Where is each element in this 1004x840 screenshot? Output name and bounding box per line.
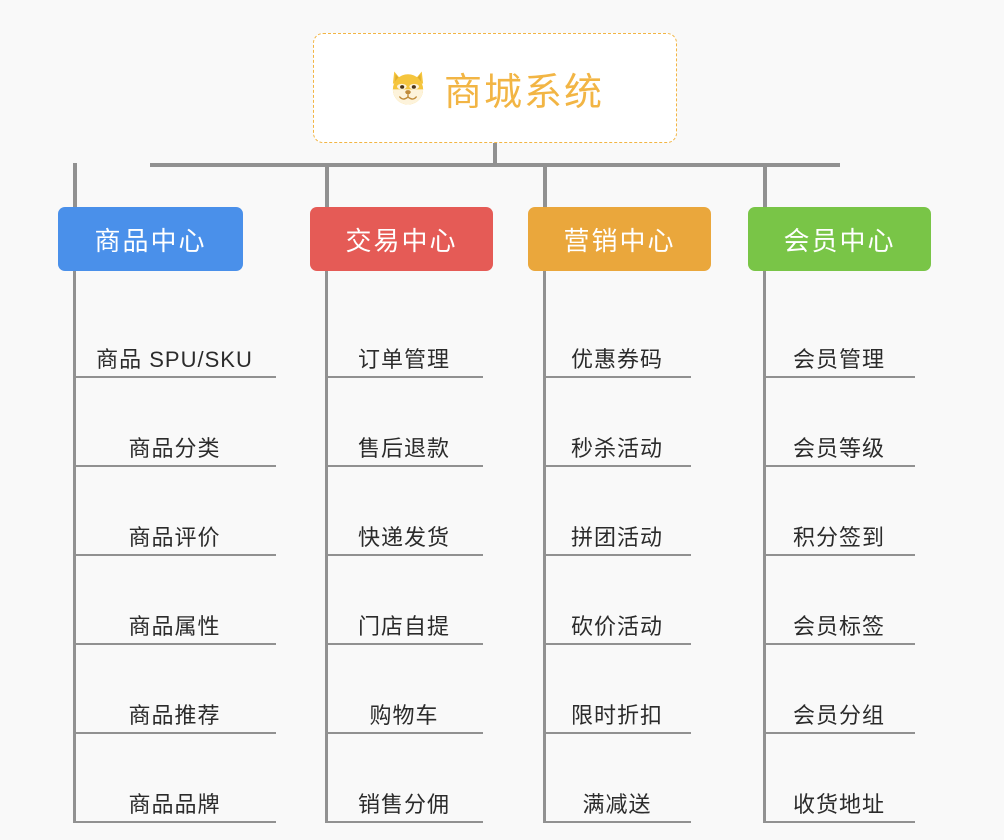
leaf-item[interactable]: 商品 SPU/SKU bbox=[73, 289, 276, 378]
leaf-label: 商品 SPU/SKU bbox=[96, 346, 253, 372]
leaf-item[interactable]: 快递发货 bbox=[325, 467, 483, 556]
leaf-item[interactable]: 商品分类 bbox=[73, 378, 276, 467]
leaf-label: 销售分佣 bbox=[357, 791, 450, 817]
leaf-label: 门店自提 bbox=[357, 613, 450, 639]
leaf-label: 拼团活动 bbox=[570, 524, 663, 550]
leaf-column-3: 优惠券码秒杀活动拼团活动砍价活动限时折扣满减送 bbox=[543, 271, 731, 823]
leaf-trunk bbox=[325, 271, 328, 823]
leaf-label: 购物车 bbox=[369, 702, 439, 728]
connector-root-stem bbox=[493, 143, 497, 165]
leaf-item[interactable]: 收货地址 bbox=[763, 734, 915, 823]
root-title: 商城系统 bbox=[443, 71, 604, 114]
leaf-label: 商品推荐 bbox=[128, 702, 221, 728]
leaf-label: 快递发货 bbox=[357, 524, 450, 550]
leaf-item[interactable]: 商品评价 bbox=[73, 467, 276, 556]
leaf-trunk bbox=[543, 271, 546, 823]
leaf-column-2: 订单管理售后退款快递发货门店自提购物车销售分佣 bbox=[325, 271, 523, 823]
leaf-item[interactable]: 优惠券码 bbox=[543, 289, 691, 378]
leaf-item[interactable]: 限时折扣 bbox=[543, 645, 691, 734]
leaf-label: 订单管理 bbox=[357, 346, 450, 372]
leaf-item[interactable]: 门店自提 bbox=[325, 556, 483, 645]
leaf-column-1: 商品 SPU/SKU 商品分类商品评价商品属性商品推荐商品品牌 bbox=[73, 271, 316, 823]
leaf-label: 会员分组 bbox=[792, 702, 885, 728]
leaf-label: 优惠券码 bbox=[570, 346, 663, 372]
leaf-trunk bbox=[763, 271, 766, 823]
leaf-item[interactable]: 秒杀活动 bbox=[543, 378, 691, 467]
branch-label: 营销中心 bbox=[563, 225, 676, 256]
leaf-item[interactable]: 会员分组 bbox=[763, 645, 915, 734]
leaf-trunk bbox=[73, 271, 76, 823]
leaf-label: 砍价活动 bbox=[570, 613, 663, 639]
leaf-label: 会员管理 bbox=[792, 346, 885, 372]
leaf-item[interactable]: 商品推荐 bbox=[73, 645, 276, 734]
leaf-label: 满减送 bbox=[582, 791, 652, 817]
leaf-label: 商品属性 bbox=[128, 613, 221, 639]
leaf-label: 售后退款 bbox=[357, 435, 450, 461]
branch-box-4[interactable]: 会员中心 bbox=[748, 207, 931, 271]
root-node[interactable]: 商城系统 bbox=[313, 33, 677, 143]
connector-horizontal-bus bbox=[150, 163, 840, 167]
branch-label: 交易中心 bbox=[345, 225, 458, 256]
branch-box-2[interactable]: 交易中心 bbox=[310, 207, 493, 271]
leaf-item[interactable]: 商品属性 bbox=[73, 556, 276, 645]
leaf-item[interactable]: 购物车 bbox=[325, 645, 483, 734]
leaf-item[interactable]: 售后退款 bbox=[325, 378, 483, 467]
leaf-item[interactable]: 会员等级 bbox=[763, 378, 915, 467]
leaf-column-4: 会员管理会员等级积分签到会员标签会员分组收货地址 bbox=[763, 271, 955, 823]
leaf-label: 秒杀活动 bbox=[570, 435, 663, 461]
branch-box-1[interactable]: 商品中心 bbox=[58, 207, 243, 271]
leaf-item[interactable]: 满减送 bbox=[543, 734, 691, 823]
branch-label: 商品中心 bbox=[94, 225, 207, 256]
leaf-item[interactable]: 会员管理 bbox=[763, 289, 915, 378]
connector-drop-2 bbox=[325, 163, 329, 207]
leaf-item[interactable]: 积分签到 bbox=[763, 467, 915, 556]
leaf-label: 会员标签 bbox=[792, 613, 885, 639]
leaf-item[interactable]: 会员标签 bbox=[763, 556, 915, 645]
leaf-label: 收货地址 bbox=[792, 791, 885, 817]
leaf-item[interactable]: 销售分佣 bbox=[325, 734, 483, 823]
connector-drop-3 bbox=[543, 163, 547, 207]
leaf-item[interactable]: 商品品牌 bbox=[73, 734, 276, 823]
shiba-dog-face-icon bbox=[386, 66, 430, 110]
leaf-item[interactable]: 拼团活动 bbox=[543, 467, 691, 556]
leaf-item[interactable]: 订单管理 bbox=[325, 289, 483, 378]
connector-drop-1 bbox=[73, 163, 77, 207]
leaf-label: 会员等级 bbox=[792, 435, 885, 461]
leaf-label: 商品分类 bbox=[128, 435, 221, 461]
leaf-label: 商品品牌 bbox=[128, 791, 221, 817]
branch-label: 会员中心 bbox=[783, 225, 896, 256]
branch-box-3[interactable]: 营销中心 bbox=[528, 207, 711, 271]
leaf-label: 积分签到 bbox=[792, 524, 885, 550]
leaf-label: 限时折扣 bbox=[570, 702, 663, 728]
leaf-item[interactable]: 砍价活动 bbox=[543, 556, 691, 645]
connector-drop-4 bbox=[763, 163, 767, 207]
leaf-label: 商品评价 bbox=[128, 524, 221, 550]
